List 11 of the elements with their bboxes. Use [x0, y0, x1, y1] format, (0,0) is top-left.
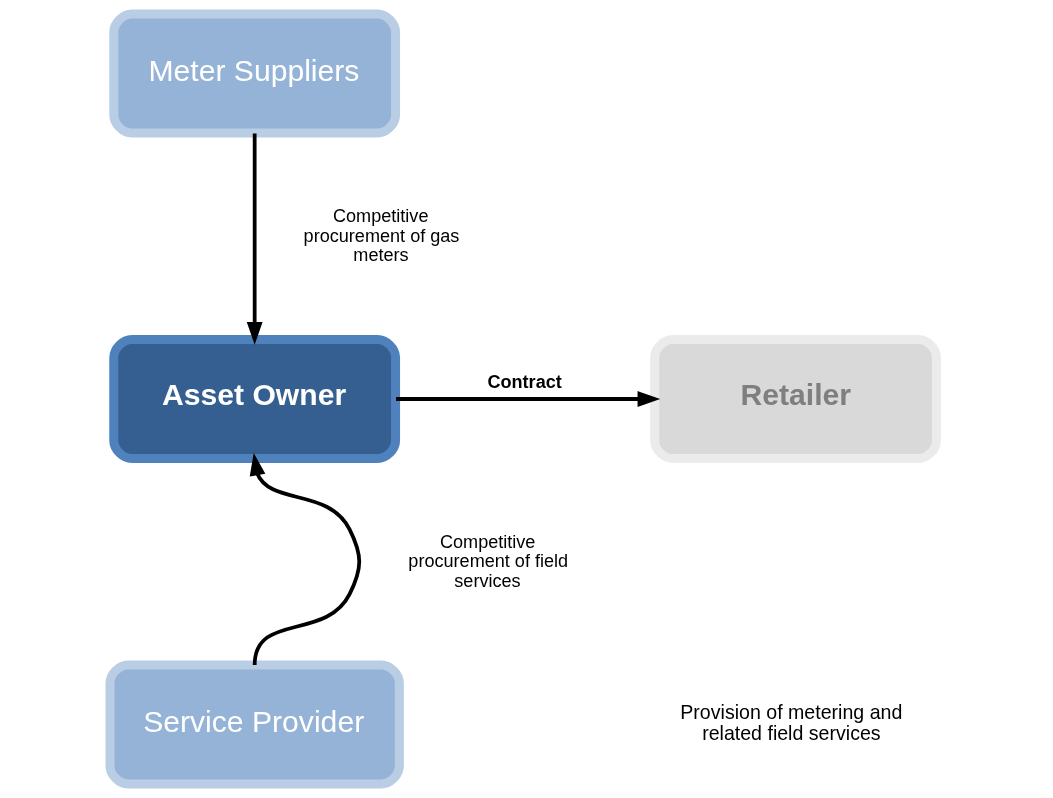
node-box: Service Provider [105, 660, 404, 789]
edge-label: Competitive procurement of gas meters [303, 206, 459, 266]
edge-label: Competitive procurement of field services [407, 531, 568, 591]
arrow [246, 133, 263, 345]
arrow [395, 391, 660, 407]
node-box: Asset Owner [108, 334, 400, 464]
arrow [249, 452, 361, 666]
edge-label: Contract [486, 371, 562, 392]
node-box: Retailer [649, 334, 941, 464]
label: Provision of metering and related field services [679, 701, 902, 745]
node-box: Meter Suppliers [108, 9, 400, 138]
